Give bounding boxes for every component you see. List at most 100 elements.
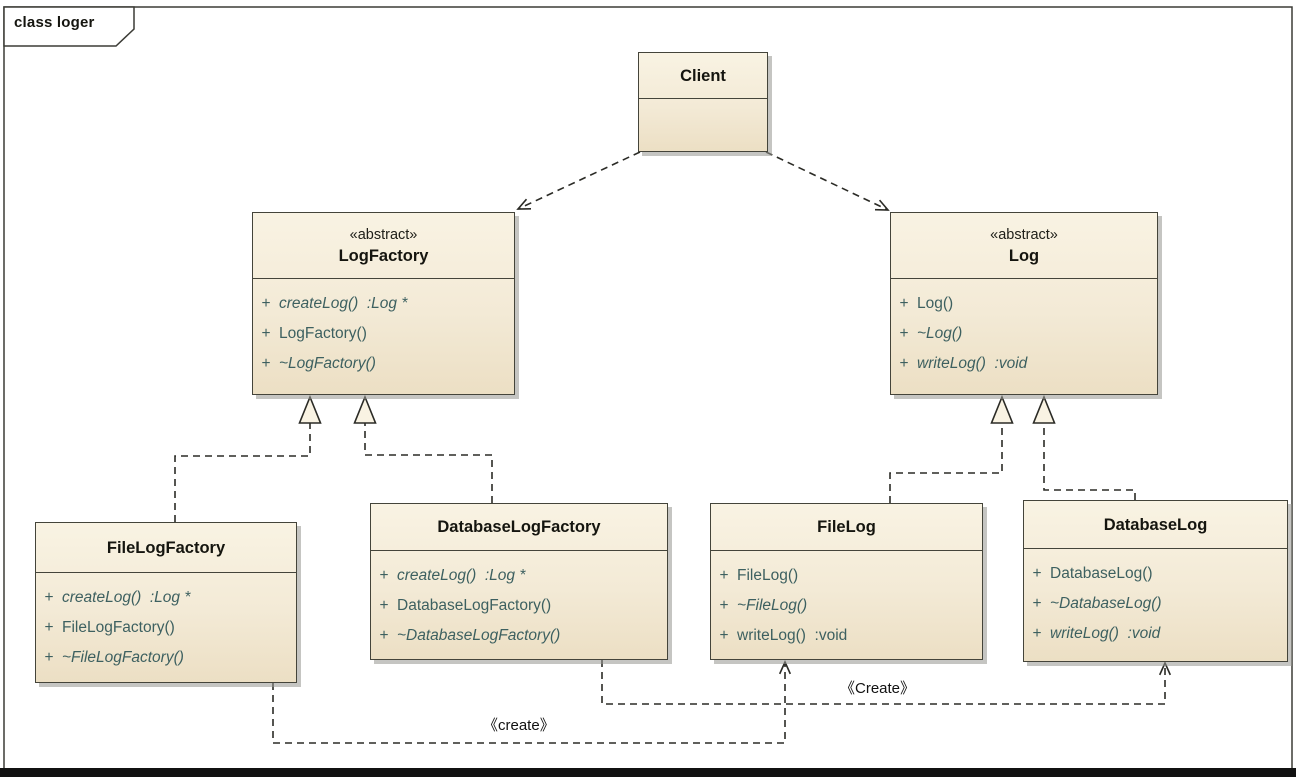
- methods-compartment: + createLog() :Log * + DatabaseLogFactory()…: [371, 551, 667, 661]
- method-label: DatabaseLogFactory(): [397, 597, 552, 614]
- visibility-sign: +: [44, 589, 54, 606]
- visibility-sign: +: [44, 649, 54, 666]
- visibility-sign: +: [1032, 595, 1042, 612]
- visibility-sign: +: [261, 295, 271, 312]
- client-to-log-dependency[interactable]: [765, 151, 889, 211]
- method-label: Log(): [917, 295, 954, 312]
- method-label: writeLog() :void: [1050, 625, 1161, 642]
- databaselogfactory-creates-databaselog[interactable]: [601, 660, 1166, 705]
- class-databaselogfactory[interactable]: DatabaseLogFactory + createLog() :Log * + Da…: [370, 503, 668, 660]
- class-name-label: DatabaseLogFactory: [437, 518, 601, 536]
- method-label: createLog() :Log *: [62, 589, 191, 606]
- visibility-sign: +: [261, 355, 271, 372]
- method-row: + Log(): [891, 289, 1157, 319]
- method-label: ~DatabaseLog(): [1050, 595, 1162, 612]
- method-row: + createLog() :Log *: [36, 583, 296, 613]
- hollow-triangle-arrowhead: [990, 394, 1014, 424]
- method-row: + createLog() :Log *: [371, 561, 667, 591]
- method-row: + createLog() :Log *: [253, 289, 514, 319]
- visibility-sign: +: [1032, 565, 1042, 582]
- method-label: DatabaseLog(): [1050, 565, 1153, 582]
- visibility-sign: +: [379, 597, 389, 614]
- class-name-label: Log: [1008, 246, 1040, 265]
- method-label: FileLog(): [737, 567, 799, 584]
- methods-compartment: + createLog() :Log * + LogFactory() + ~LogFac…: [253, 279, 514, 396]
- visibility-sign: +: [1032, 625, 1042, 642]
- hollow-triangle-arrowhead: [298, 394, 322, 424]
- filelogfactory-creates-filelog[interactable]: [272, 662, 786, 744]
- class-header-databaselogfactory: DatabaseLogFactory: [371, 504, 667, 551]
- client-to-logfactory-dependency[interactable]: [517, 151, 641, 210]
- methods-compartment: [639, 99, 767, 153]
- databaselogfactory-to-logfactory-realization[interactable]: [364, 423, 493, 503]
- method-label: ~Log(): [917, 325, 963, 342]
- class-logfactory[interactable]: «abstract»LogFactory+createLog() :Log *+…: [252, 212, 515, 395]
- method-row: + DatabaseLogFactory(): [371, 591, 667, 621]
- hollow-triangle-arrowhead: [353, 394, 377, 424]
- class-filelog[interactable]: FileLog + FileLog() + ~FileLog() +writeLog() …: [710, 503, 983, 660]
- visibility-sign: +: [44, 619, 54, 636]
- class-name-label: FileLogFactory: [106, 538, 226, 557]
- method-row: + writeLog() :void: [1024, 619, 1287, 649]
- visibility-sign: +: [379, 567, 389, 584]
- class-header-databaselog: DatabaseLog: [1024, 501, 1287, 549]
- hollow-triangle-arrowhead: [1032, 394, 1056, 424]
- visibility-sign: +: [719, 567, 729, 584]
- visibility-sign: +: [719, 597, 729, 614]
- methods-compartment: +Log()+~Log()+writeLog() :void: [891, 279, 1157, 396]
- method-row: + ~FileLogFactory(): [36, 643, 296, 673]
- class-name-label: DatabaseLog: [1103, 515, 1208, 534]
- edge-label-create-lower: 《create》: [483, 717, 555, 734]
- edge-label-create-upper: 《Create》: [840, 680, 916, 697]
- method-label: createLog() :Log *: [279, 295, 408, 312]
- methods-compartment: + FileLog() + ~FileLog() +writeLog() :void: [711, 551, 982, 661]
- method-label: createLog() :Log *: [397, 567, 526, 584]
- frame-bottom-bar: [0, 768, 1296, 777]
- class-name-label: LogFactory: [338, 246, 429, 265]
- method-row: + FileLogFactory(): [36, 613, 296, 643]
- visibility-sign: +: [261, 325, 271, 342]
- method-row: + LogFactory(): [253, 319, 514, 349]
- method-label: ~FileLogFactory(): [62, 649, 184, 666]
- methods-compartment: + createLog() :Log * + FileLogFactory() + ~Fi…: [36, 573, 296, 684]
- open-arrowhead: [778, 660, 792, 675]
- stereotype-label: «abstract»: [349, 226, 418, 243]
- method-label: ~DatabaseLogFactory(): [397, 627, 561, 644]
- class-filelogfactory[interactable]: FileLogFactory + createLog() :Log * + FileLo…: [35, 522, 297, 683]
- visibility-sign: +: [899, 355, 909, 372]
- method-row: +~Log(): [891, 319, 1157, 349]
- class-header-client: Client: [639, 53, 767, 99]
- filelogfactory-to-logfactory-realization[interactable]: [174, 423, 311, 522]
- class-header-logfactory: «abstract» LogFactory: [253, 213, 514, 279]
- visibility-sign: +: [379, 627, 389, 644]
- method-label: ~LogFactory(): [279, 355, 376, 372]
- open-arrowhead: [1158, 661, 1172, 676]
- frame-tab: [3, 6, 135, 47]
- method-row: + ~DatabaseLogFactory(): [371, 621, 667, 651]
- method-row: + DatabaseLog(): [1024, 559, 1287, 589]
- method-row: + ~LogFactory(): [253, 349, 514, 379]
- class-databaselog[interactable]: DatabaseLog + DatabaseLog() + ~DatabaseLog()…: [1023, 500, 1288, 662]
- method-row: +writeLog() :void: [891, 349, 1157, 379]
- filelog-to-log-realization[interactable]: [889, 423, 1003, 503]
- class-client[interactable]: Client: [638, 52, 768, 152]
- class-header-filelogfactory: FileLogFactory: [36, 523, 296, 573]
- method-row: + ~FileLog(): [711, 591, 982, 621]
- open-arrowhead: [874, 199, 890, 211]
- open-arrowhead: [516, 198, 532, 210]
- frame-title: class loger: [14, 14, 95, 31]
- class-name-label: FileLog: [817, 518, 876, 536]
- class-header-filelog: FileLog: [711, 504, 982, 551]
- databaselog-to-log-realization[interactable]: [1043, 423, 1136, 500]
- method-row: + ~DatabaseLog(): [1024, 589, 1287, 619]
- method-label: LogFactory(): [279, 325, 367, 342]
- class-log[interactable]: «abstract»Log+Log()+~Log()+writeLog() :v…: [890, 212, 1158, 395]
- methods-compartment: + DatabaseLog() + ~DatabaseLog() + writeLog()…: [1024, 549, 1287, 663]
- method-row: +writeLog() :void: [711, 621, 982, 651]
- method-row: + FileLog(): [711, 561, 982, 591]
- method-label: FileLogFactory(): [62, 619, 175, 636]
- method-label: ~FileLog(): [737, 597, 808, 614]
- class-header-log: «abstract»Log: [891, 213, 1157, 279]
- visibility-sign: +: [899, 295, 909, 312]
